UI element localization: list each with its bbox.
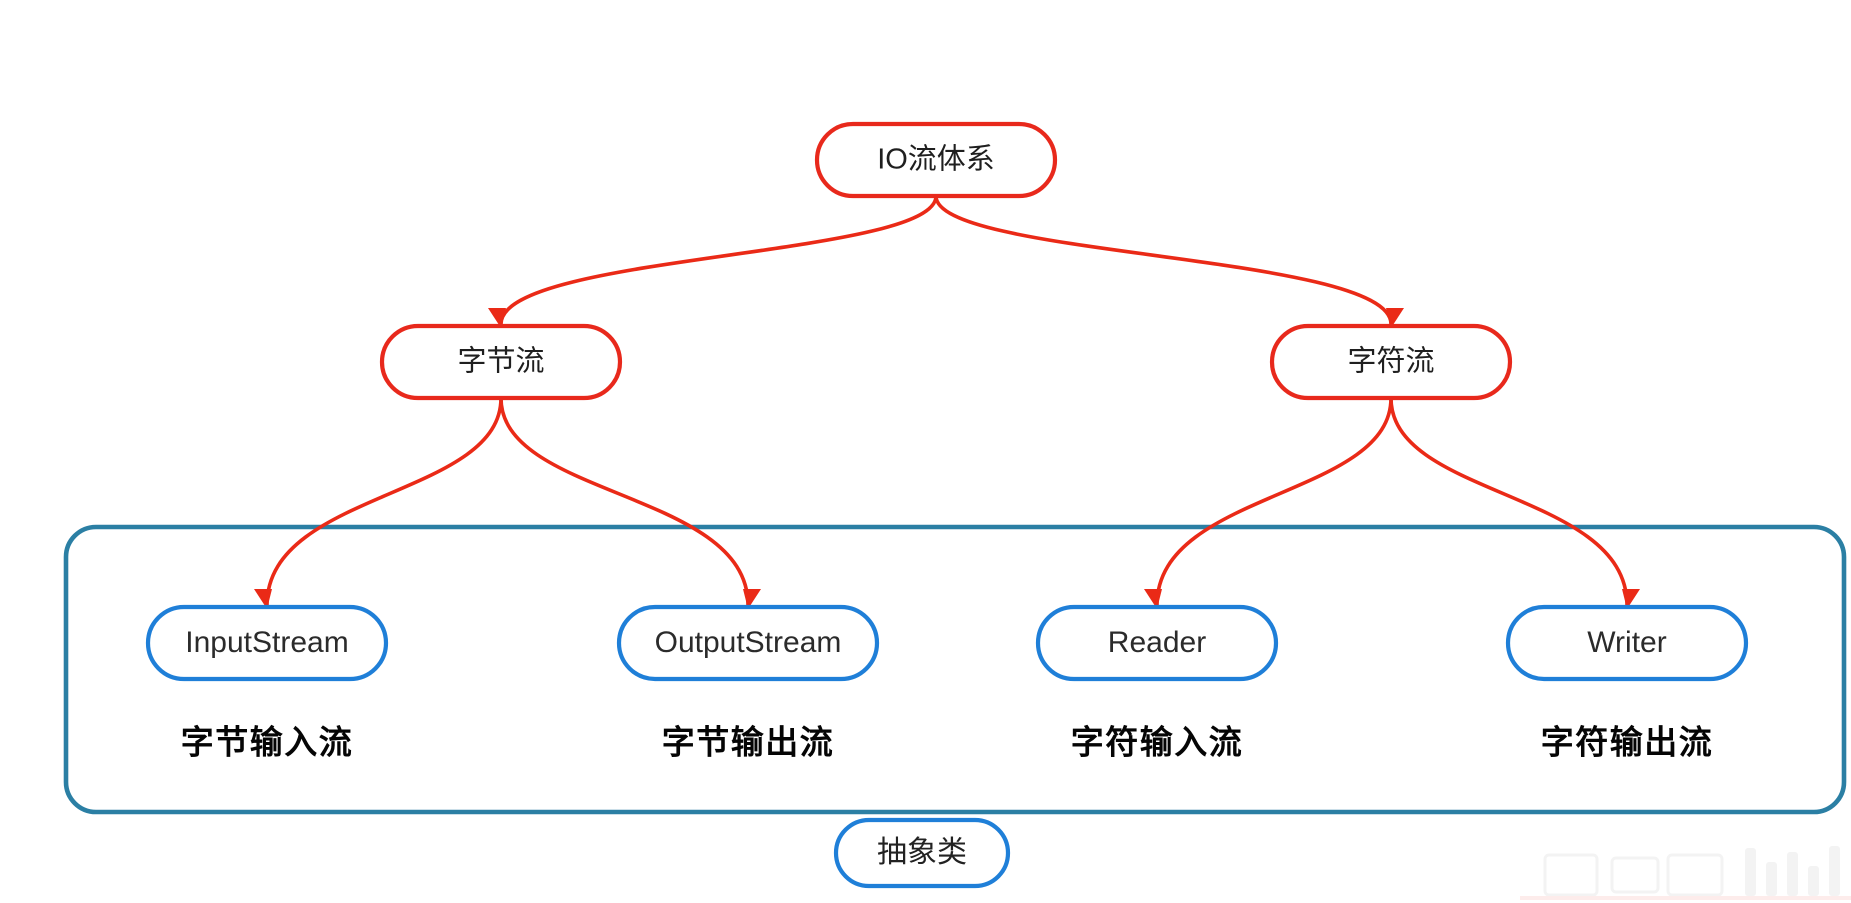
edge-char-stream-to-reader bbox=[1155, 396, 1393, 607]
node-byte-stream[interactable]: 字节流 bbox=[379, 323, 623, 401]
arrowhead-input-stream bbox=[254, 589, 272, 609]
arrowhead-char-stream bbox=[1386, 308, 1404, 328]
node-output-stream-shape bbox=[616, 604, 880, 682]
node-char-stream-shape bbox=[1269, 323, 1513, 401]
node-abstract-class-label: 抽象类 bbox=[877, 836, 967, 869]
arrowhead-reader bbox=[1144, 589, 1162, 609]
group-box-rect bbox=[63, 524, 1847, 815]
node-output-stream[interactable]: OutputStream bbox=[616, 604, 880, 682]
bottom-progress-bar bbox=[1520, 896, 1851, 900]
caption-output-stream: 字节输出流 bbox=[662, 723, 835, 762]
node-io-system-shape bbox=[814, 121, 1058, 199]
edge-byte-stream-to-output-stream bbox=[499, 396, 750, 607]
edge-io-system-to-byte-stream bbox=[499, 194, 938, 326]
node-reader-label: Reader bbox=[1108, 626, 1206, 659]
node-char-stream[interactable]: 字符流 bbox=[1269, 323, 1513, 401]
edge-byte-stream-to-input-stream bbox=[265, 396, 503, 607]
node-byte-stream-label: 字节流 bbox=[457, 345, 544, 378]
arrowhead-output-stream bbox=[743, 589, 761, 609]
node-input-stream[interactable]: InputStream bbox=[145, 604, 389, 682]
node-input-stream-label: InputStream bbox=[185, 626, 348, 659]
node-writer-shape bbox=[1505, 604, 1749, 682]
node-io-system[interactable]: IO流体系 bbox=[814, 121, 1058, 199]
caption-writer: 字符输出流 bbox=[1541, 723, 1714, 762]
edge-char-stream-to-writer bbox=[1389, 396, 1629, 607]
arrowhead-writer bbox=[1622, 589, 1640, 609]
arrowhead-byte-stream bbox=[488, 308, 506, 328]
node-output-stream-label: OutputStream bbox=[655, 626, 842, 659]
node-byte-stream-shape bbox=[379, 323, 623, 401]
abstract-class-group-box bbox=[63, 524, 1847, 815]
node-writer[interactable]: Writer bbox=[1505, 604, 1749, 682]
node-char-stream-label: 字符流 bbox=[1347, 345, 1434, 378]
caption-reader: 字符输入流 bbox=[1071, 723, 1244, 762]
connector-group-level1 bbox=[488, 194, 1404, 328]
node-reader-shape bbox=[1035, 604, 1279, 682]
node-writer-label: Writer bbox=[1587, 626, 1666, 659]
caption-input-stream: 字节输入流 bbox=[181, 723, 354, 762]
node-io-system-label: IO流体系 bbox=[877, 143, 995, 176]
bilibili-watermark bbox=[1543, 846, 1840, 897]
edge-io-system-to-char-stream bbox=[934, 194, 1393, 326]
node-input-stream-shape bbox=[145, 604, 389, 682]
connector-group-level2 bbox=[254, 396, 1640, 609]
node-abstract-class-shape bbox=[833, 817, 1011, 889]
node-reader[interactable]: Reader bbox=[1035, 604, 1279, 682]
node-abstract-class[interactable]: 抽象类 bbox=[833, 817, 1011, 889]
